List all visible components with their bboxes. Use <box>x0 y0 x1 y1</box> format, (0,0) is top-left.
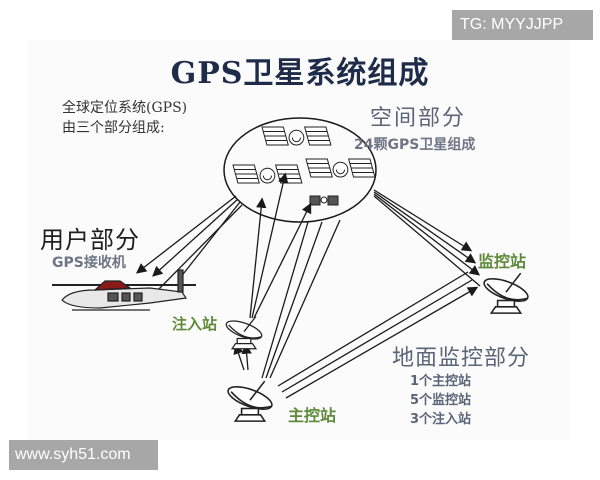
intro-line-2: 由三个部分组成: <box>62 120 165 136</box>
ground-segment-list: 1个主控站 5个监控站 3个注入站 <box>410 372 471 429</box>
user-segment-subtitle: GPS接收机 <box>52 255 126 271</box>
ground-item: 3个注入站 <box>410 412 472 427</box>
dish-antenna-icon <box>223 315 265 350</box>
space-segment-ellipse <box>223 117 377 223</box>
dish-antenna-icon <box>224 380 276 422</box>
ground-item: 1个主控站 <box>410 374 472 389</box>
monitor-station-label: 监控站 <box>478 252 527 271</box>
satellite-icon <box>261 126 332 146</box>
intro-line-1: 全球定位系统(GPS) <box>62 100 188 116</box>
intro-text: 全球定位系统(GPS) 由三个部分组成: <box>62 98 187 138</box>
diagram-title: GPS卫星系统组成 <box>170 56 430 91</box>
satellite-icon <box>305 158 376 178</box>
helicopter-icon <box>52 269 196 311</box>
watermark-bottom: www.syh51.com <box>9 440 158 470</box>
satellite-icon <box>309 195 339 206</box>
space-segment-heading: 空间部分 <box>370 106 467 131</box>
injection-station-label: 注入站 <box>172 315 218 333</box>
ground-segment-heading: 地面监控部分 <box>392 346 531 371</box>
watermark-top: TG: MYYJJPP <box>452 10 593 40</box>
dish-antenna-icon <box>480 272 532 314</box>
ground-item: 5个监控站 <box>410 393 472 408</box>
satellite-icon <box>232 164 303 184</box>
space-segment-subtitle: 24颗GPS卫星组成 <box>354 137 476 153</box>
master-station-label: 主控站 <box>288 406 337 425</box>
user-segment-heading: 用户部分 <box>40 226 140 254</box>
